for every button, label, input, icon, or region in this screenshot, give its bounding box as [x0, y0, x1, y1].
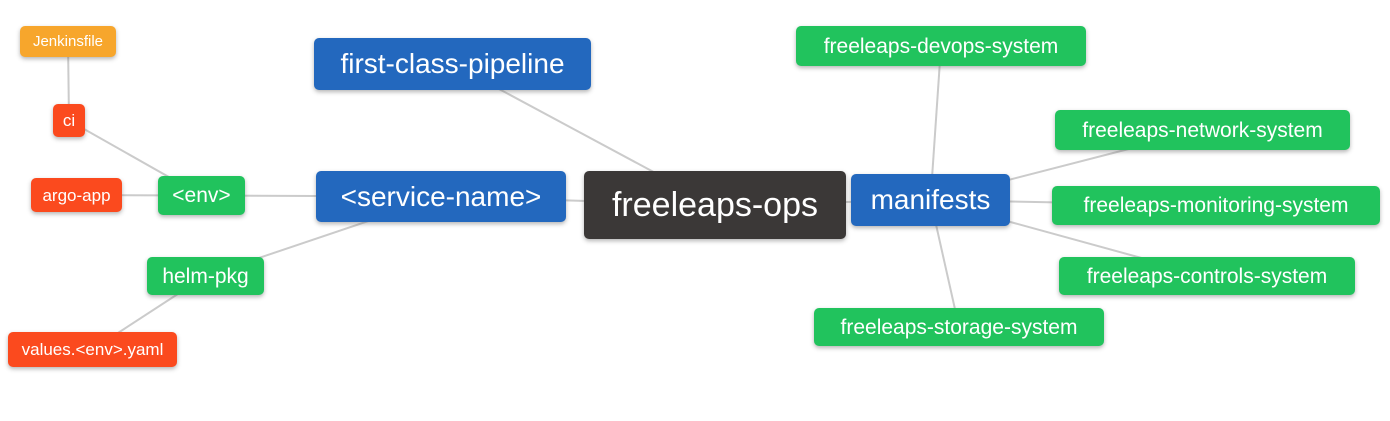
- node-env[interactable]: <env>: [158, 176, 245, 215]
- node-freeleaps-monitoring-system[interactable]: freeleaps-monitoring-system: [1052, 186, 1380, 225]
- node-label: <env>: [172, 184, 231, 207]
- node-label: helm-pkg: [162, 264, 249, 288]
- node-label: freeleaps-ops: [611, 186, 818, 224]
- node-label: <service-name>: [340, 180, 542, 212]
- node-freeleaps-controls-system[interactable]: freeleaps-controls-system: [1059, 257, 1355, 295]
- node-freeleaps-devops-system[interactable]: freeleaps-devops-system: [796, 26, 1086, 66]
- node-service-name[interactable]: <service-name>: [316, 171, 566, 222]
- node-label: freeleaps-storage-system: [840, 315, 1078, 339]
- node-helm-pkg[interactable]: helm-pkg: [147, 257, 264, 295]
- node-freeleaps-storage-system[interactable]: freeleaps-storage-system: [814, 308, 1104, 346]
- node-first-class-pipeline[interactable]: first-class-pipeline: [314, 38, 591, 90]
- node-label: freeleaps-devops-system: [823, 34, 1059, 58]
- node-manifests[interactable]: manifests: [851, 174, 1010, 226]
- node-argo-app[interactable]: argo-app: [31, 178, 122, 212]
- node-freeleaps-network-system[interactable]: freeleaps-network-system: [1055, 110, 1350, 150]
- node-label: first-class-pipeline: [340, 48, 565, 79]
- node-label: freeleaps-controls-system: [1086, 264, 1328, 288]
- node-ci[interactable]: ci: [53, 104, 85, 137]
- node-label: values.<env>.yaml: [21, 340, 164, 359]
- node-freeleaps-ops[interactable]: freeleaps-ops: [584, 171, 846, 239]
- node-jenkinsfile[interactable]: Jenkinsfile: [20, 26, 116, 57]
- node-label: argo-app: [42, 185, 111, 205]
- node-label: Jenkinsfile: [32, 33, 104, 50]
- node-values-env-yaml[interactable]: values.<env>.yaml: [8, 332, 177, 367]
- node-label: manifests: [870, 184, 991, 215]
- node-label: freeleaps-monitoring-system: [1083, 194, 1349, 217]
- node-label: freeleaps-network-system: [1082, 118, 1323, 142]
- node-label: ci: [62, 111, 76, 130]
